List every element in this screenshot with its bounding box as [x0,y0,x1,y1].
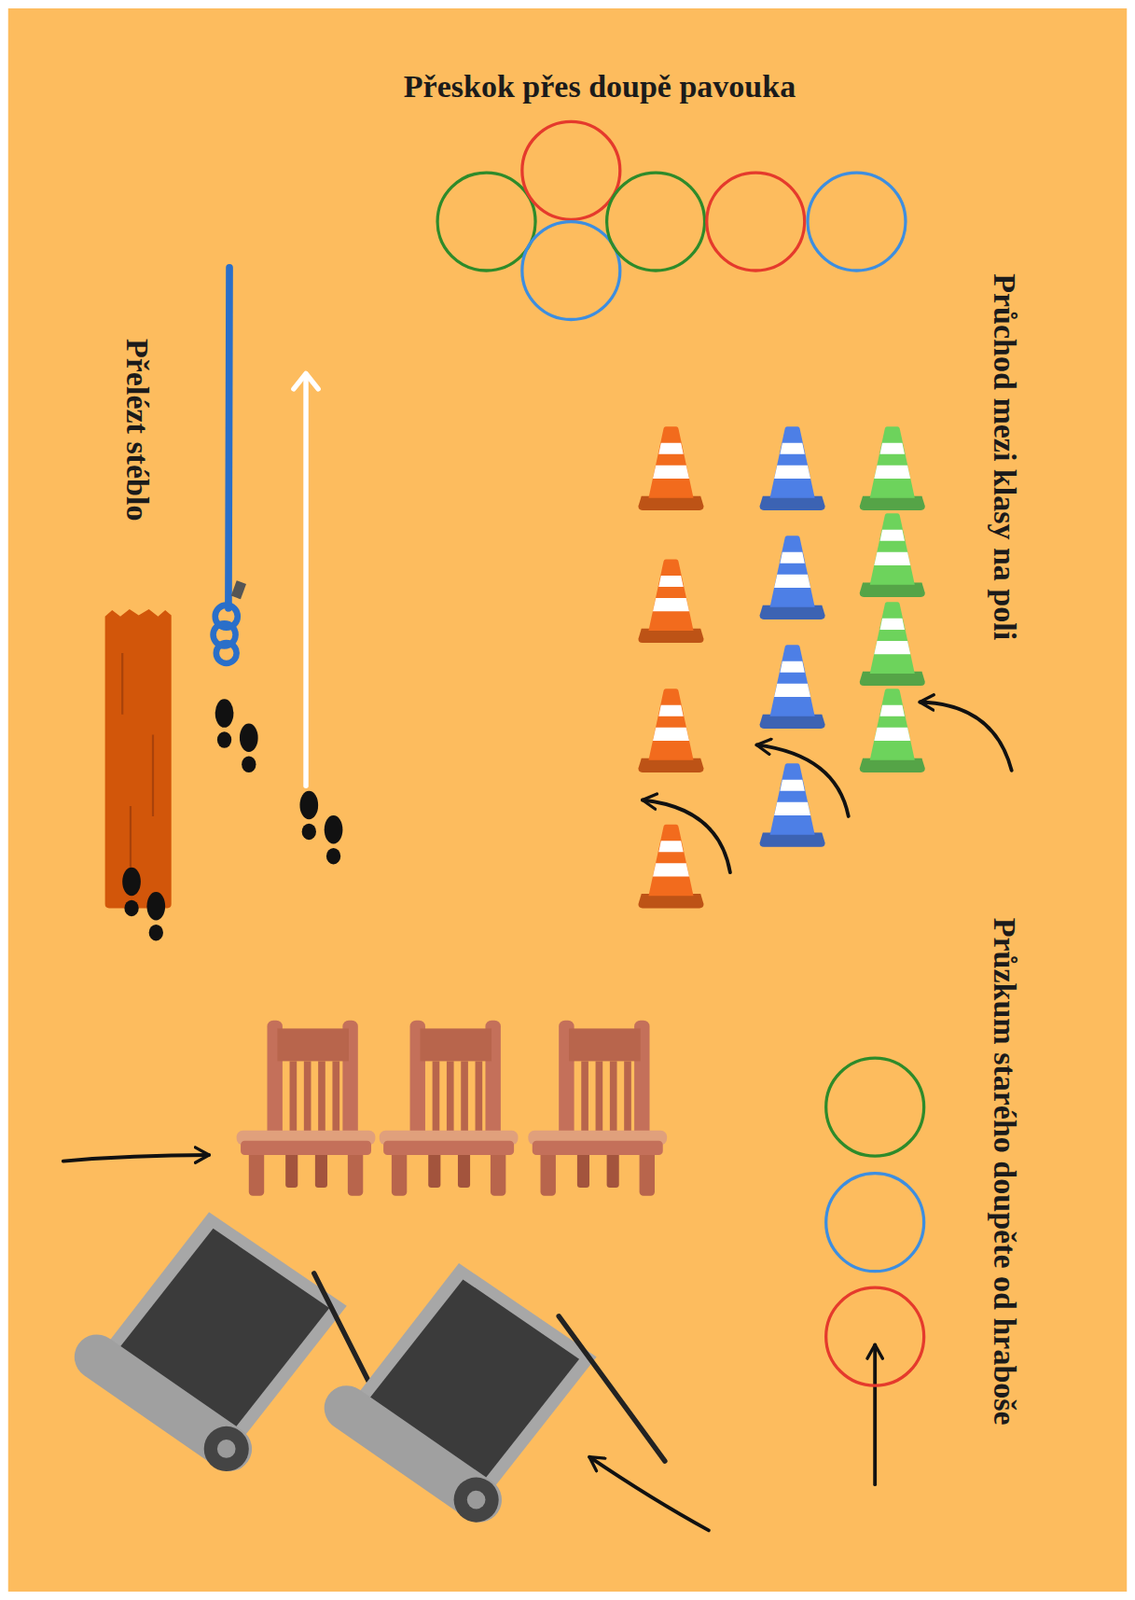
station-title: Přeskok přes doupě pavouka [403,69,796,104]
climbing-rope [213,267,247,664]
station-label: Přelézt stéblo [120,338,155,521]
chairs [236,1020,667,1196]
log [105,609,172,908]
hoop-group-vole [826,1057,925,1385]
ground [8,8,1128,1592]
station-label: Průchod mezi klasy na poli [986,274,1022,641]
direction-arrows [63,702,1012,1531]
footprints [122,698,343,941]
white-arrow [293,373,319,786]
station-label: Průzkum starého doupěte od hraboše [986,917,1022,1426]
rolled-mats [96,1211,665,1522]
cone-field [637,426,925,908]
hoop-group-spider [437,121,906,319]
